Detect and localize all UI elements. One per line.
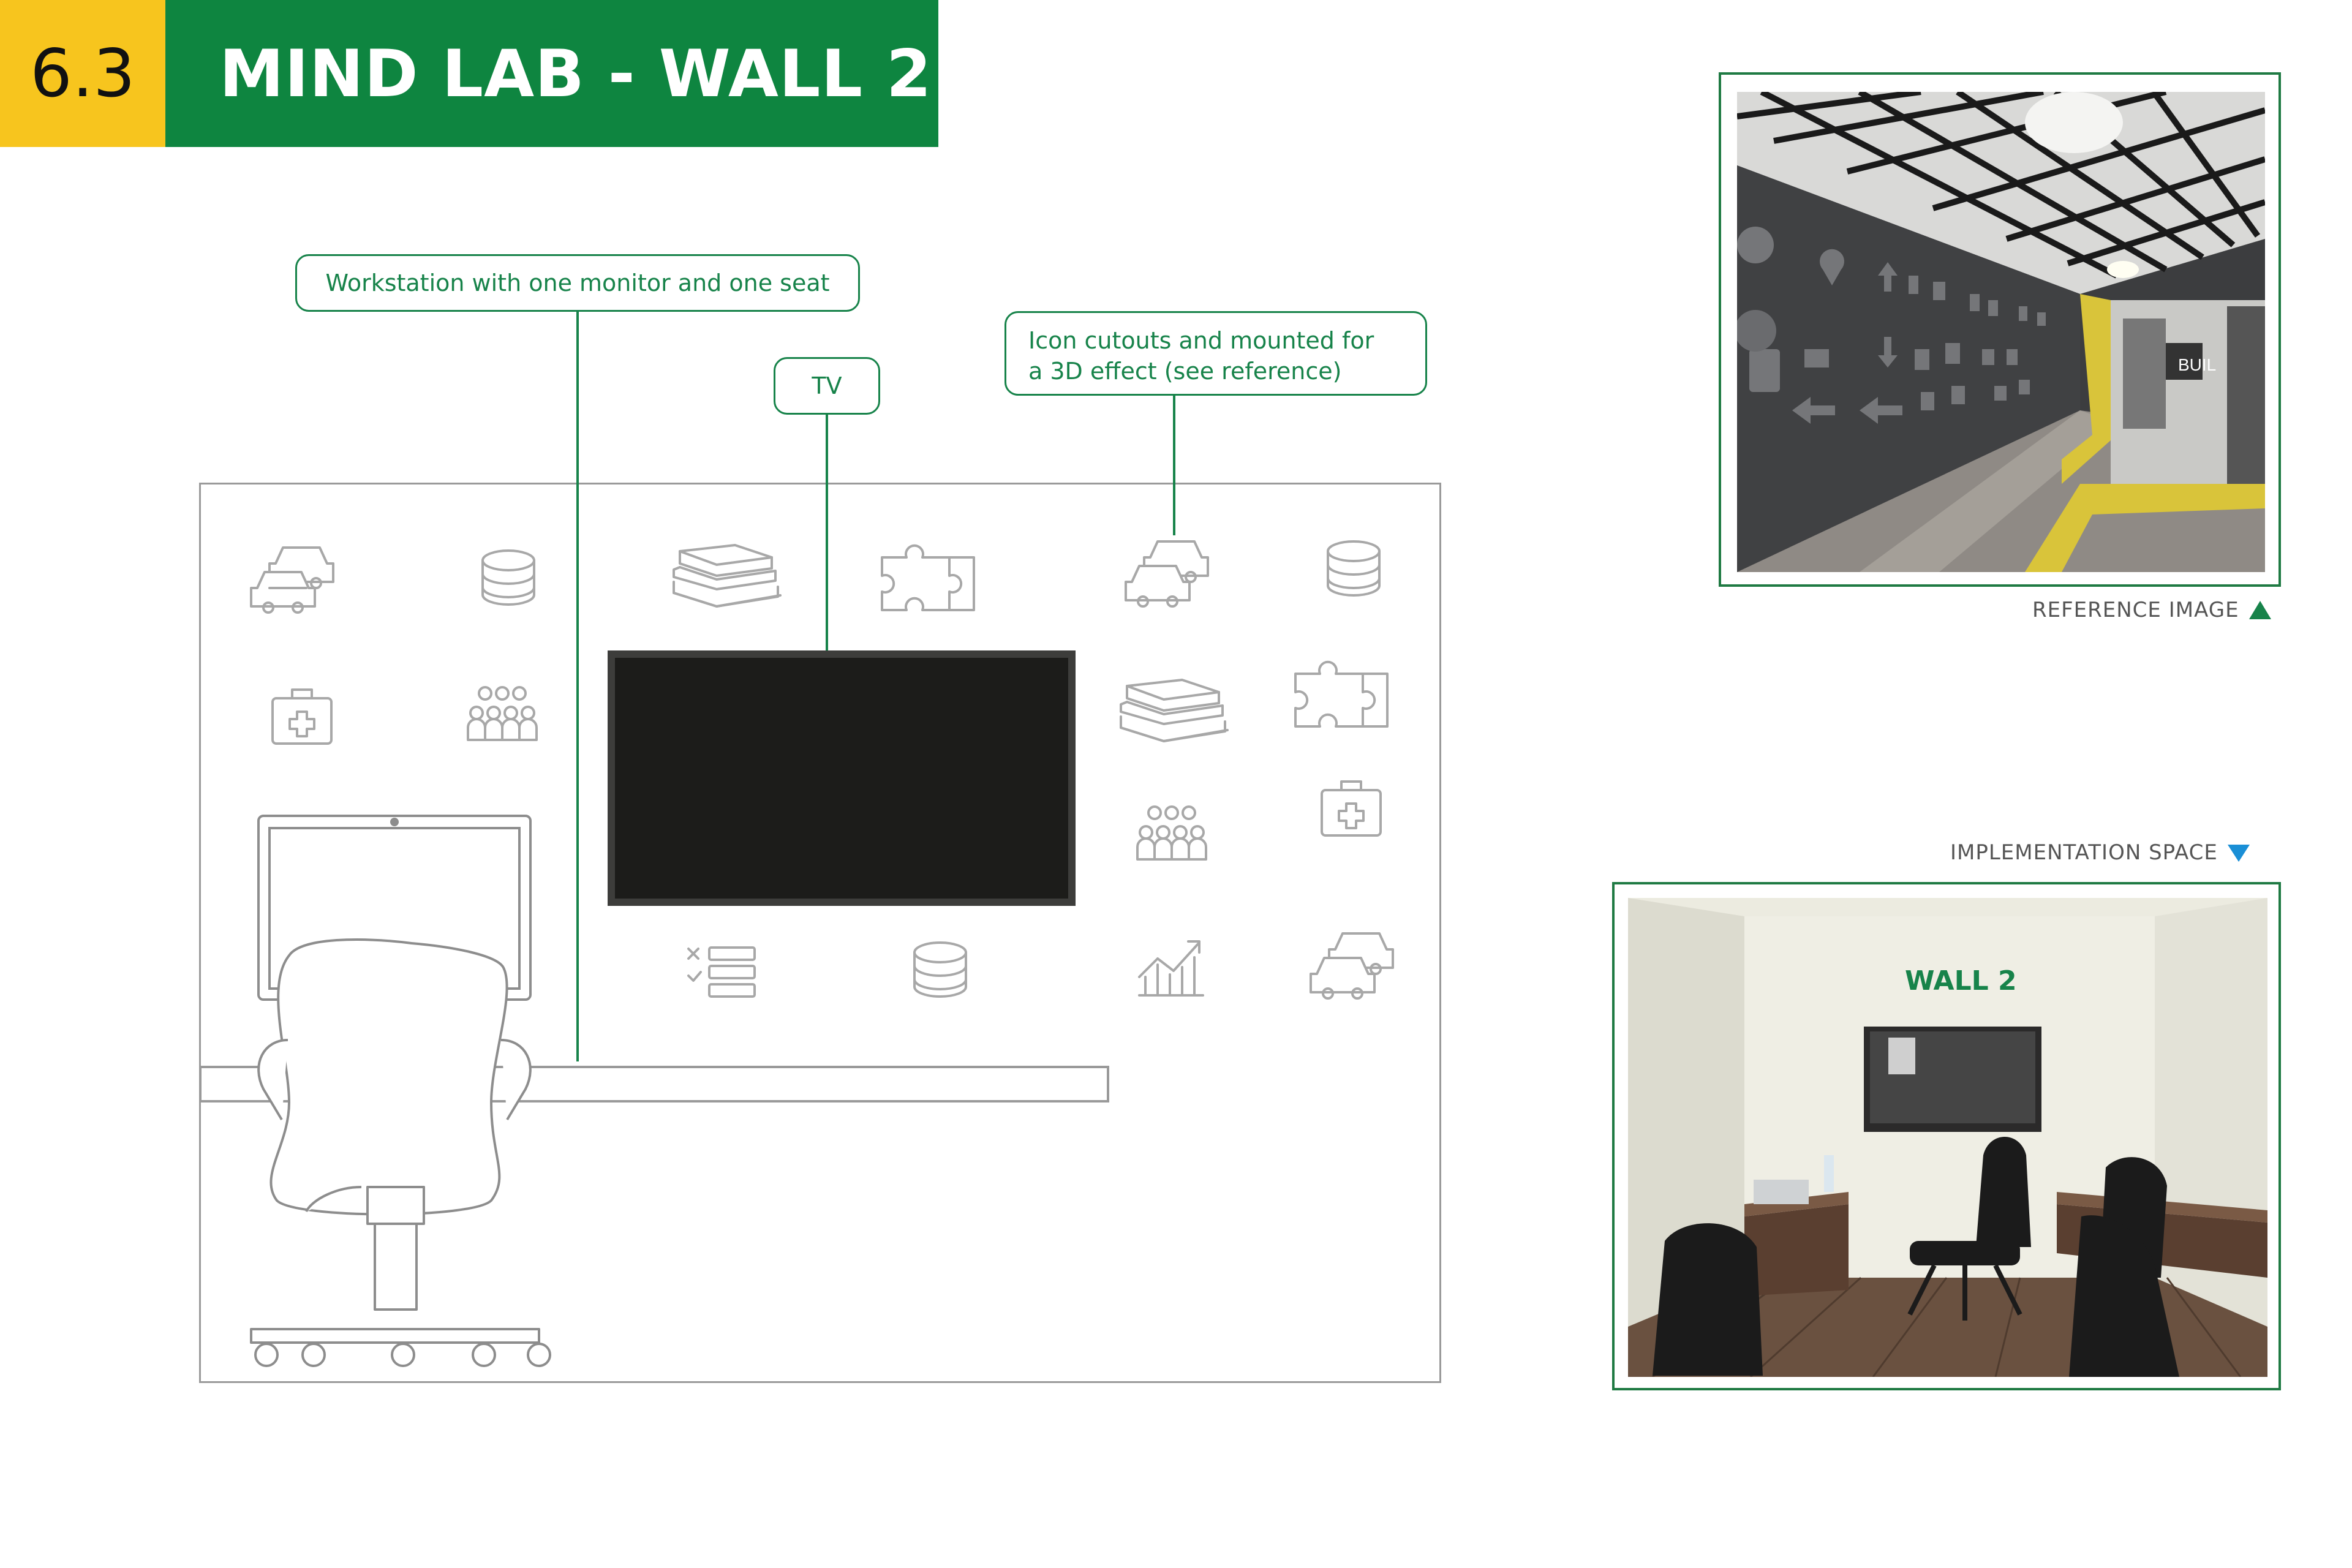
- first-aid-kit-icon: [1321, 780, 1382, 837]
- tv-callout: TV: [774, 357, 880, 415]
- reference-image-caption: REFERENCE IMAGE: [2032, 598, 2272, 622]
- icon-cutouts-line-1: Icon cutouts and mounted for: [1028, 327, 1374, 354]
- icon-cutouts-leader-line: [1173, 396, 1175, 535]
- reference-sign-text: BUIL: [2178, 355, 2216, 374]
- triangle-down-icon: [2227, 845, 2250, 862]
- coins-icon: [481, 549, 535, 606]
- coins-icon: [913, 941, 967, 998]
- cars-icon: [1310, 932, 1394, 1000]
- workstation-callout: Workstation with one monitor and one sea…: [295, 254, 860, 312]
- tv-leader-line: [826, 415, 828, 650]
- reference-photo: BUIL: [1737, 92, 2265, 572]
- coins-icon: [1327, 540, 1381, 597]
- implementation-caption-text: IMPLEMENTATION SPACE: [1950, 840, 2218, 865]
- triangle-up-icon: [2248, 601, 2271, 619]
- reference-caption-text: REFERENCE IMAGE: [2032, 598, 2239, 622]
- tv-screen: [608, 650, 1076, 906]
- wall-outline: [199, 483, 1441, 1383]
- cars-icon: [1125, 540, 1209, 608]
- page-title: MIND LAB - WALL 2: [165, 0, 938, 147]
- puzzle-icon: [881, 544, 975, 611]
- first-aid-kit-icon: [271, 688, 333, 745]
- implementation-photo: WALL 2: [1628, 898, 2267, 1377]
- people-group-icon: [467, 686, 538, 741]
- implementation-image-frame: WALL 2: [1612, 882, 2281, 1390]
- workstation-leader-line: [576, 312, 579, 1061]
- checklist-icon: [687, 946, 756, 998]
- books-icon: [673, 544, 782, 608]
- books-icon: [1120, 679, 1229, 742]
- reference-image-frame: BUIL: [1719, 72, 2281, 587]
- people-group-icon: [1136, 805, 1207, 861]
- puzzle-icon: [1294, 660, 1389, 728]
- wall-2-label: WALL 2: [1905, 965, 2017, 997]
- section-number: 6.3: [0, 0, 165, 147]
- implementation-space-caption: IMPLEMENTATION SPACE: [1950, 840, 2251, 865]
- growth-chart-icon: [1138, 940, 1204, 997]
- icon-cutouts-line-2: a 3D effect (see reference): [1028, 358, 1342, 385]
- office-chair: [250, 938, 551, 1367]
- icon-cutouts-callout: Icon cutouts and mounted for a 3D effect…: [1005, 311, 1427, 396]
- cars-icon: [250, 546, 334, 614]
